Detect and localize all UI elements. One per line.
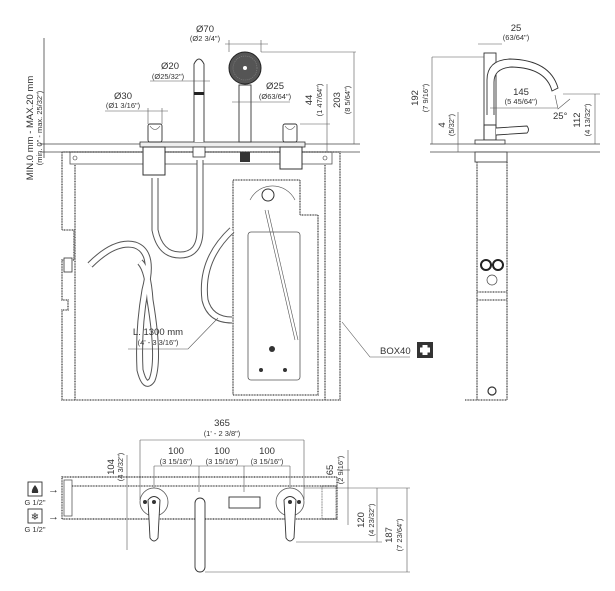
plus-icon	[417, 342, 433, 358]
dim-w25-imperial: (63/64")	[503, 33, 530, 42]
side-spout-arc	[486, 58, 559, 115]
cold-water-snowflake-icon: ❄	[27, 508, 43, 524]
left-handle	[147, 123, 163, 143]
dim-h120-imperial: (4 23/32")	[367, 503, 376, 536]
dim-d70: Ø70	[196, 24, 214, 35]
dim-r145-imperial: (5 45/64")	[505, 97, 538, 106]
right-handle	[282, 123, 298, 143]
angle-marker	[554, 94, 571, 110]
spout-top	[194, 497, 206, 573]
dim-w365: 365	[214, 418, 230, 429]
svg-text:❄: ❄	[31, 512, 39, 523]
right-lever-top	[283, 496, 297, 542]
side-view: 25 (63/64") 192 (7 9/16") 4 (5/32") 145 …	[410, 23, 600, 401]
dim-spacing-3: 100	[259, 446, 275, 457]
dim-h65-imperial: (2 9/16")	[336, 455, 345, 484]
side-handle-base	[483, 124, 497, 141]
hot-water-flame-icon	[27, 481, 43, 497]
top-view: 365 (1' - 2 3/8") 100 (3 15/16") 100 (3 …	[24, 418, 410, 573]
front-view: MIN.0 mm - MAX.20 mm (min. 0" - max. 25/…	[25, 24, 433, 401]
side-box-outline	[465, 162, 508, 401]
dim-r145: 145	[513, 87, 529, 98]
dim-h4-imperial: (5/32")	[447, 113, 456, 136]
min-max-note-imperial: (min. 0" - max. 25/32")	[35, 90, 44, 165]
dim-h203: 203	[332, 92, 343, 108]
dim-d25: Ø25	[266, 81, 284, 92]
dim-h104-imperial: (4 3/32")	[116, 452, 125, 481]
shower-hose	[87, 240, 160, 387]
hose-guide-chamber	[247, 231, 301, 381]
cold-inlet-arrow: →	[48, 511, 59, 523]
dim-spacing-3-imperial: (3 15/16")	[251, 457, 284, 466]
diverter-arc	[249, 185, 296, 201]
right-valve-body	[279, 146, 303, 170]
dim-h203-imperial: (8 5/64")	[343, 85, 352, 114]
hose-wall-connector	[63, 257, 73, 273]
dim-h112-imperial: (4 13/32")	[583, 103, 592, 136]
diverter-housing	[232, 179, 319, 396]
dim-h44: 44	[304, 95, 315, 106]
diverter-connector	[240, 152, 250, 162]
dim-d20-imperial: (Ø25/32")	[152, 72, 185, 81]
side-lever	[495, 125, 529, 136]
box-outer-outline	[61, 151, 341, 401]
box40-leader-line	[341, 321, 410, 358]
spout	[193, 58, 205, 142]
dim-h65: 65	[325, 465, 336, 476]
dim-d70-imperial: (Ø2 3/4")	[190, 34, 221, 43]
hand-shower	[228, 51, 262, 143]
box-inner-walls	[74, 165, 326, 400]
diverter-top	[228, 496, 261, 509]
dim-h187: 187	[384, 527, 395, 543]
dim-h187-imperial: (7 23/64")	[395, 518, 404, 551]
dim-spacing-1: 100	[168, 446, 184, 457]
dim-h192: 192	[410, 90, 421, 106]
hose-length-label: L. 1300 mm	[133, 327, 183, 338]
dim-angle: 25°	[553, 111, 568, 122]
deck-plate	[139, 141, 306, 148]
hose-length-imperial: (4' - 3 3/16")	[138, 338, 179, 347]
dim-w365-imperial: (1' - 2 3/8")	[204, 429, 241, 438]
side-drain-nut	[487, 386, 497, 396]
spout-connector	[192, 146, 206, 158]
dim-w25: 25	[511, 23, 522, 34]
dim-h4: 4	[437, 122, 448, 127]
cold-inlet-label: G 1/2"	[24, 525, 45, 534]
dim-spacing-2: 100	[214, 446, 230, 457]
dim-d20: Ø20	[161, 61, 179, 72]
dim-h104: 104	[106, 459, 117, 475]
box40-label: BOX40	[380, 346, 411, 357]
dim-d30-imperial: (Ø1 3/16")	[106, 101, 141, 110]
dim-d30: Ø30	[114, 91, 132, 102]
dim-h112: 112	[572, 112, 583, 127]
hot-inlet-arrow: →	[48, 484, 59, 496]
dim-h192-imperial: (7 9/16")	[421, 83, 430, 112]
dim-h44-imperial: (1 47/64")	[315, 83, 324, 116]
dim-h120: 120	[356, 512, 367, 528]
left-valve-body	[142, 146, 166, 176]
dim-spacing-2-imperial: (3 15/16")	[206, 457, 239, 466]
left-lever-top	[147, 496, 161, 542]
dim-d25-imperial: (Ø63/64")	[259, 92, 292, 101]
hot-inlet-label: G 1/2"	[24, 498, 45, 507]
dim-spacing-1-imperial: (3 15/16")	[160, 457, 193, 466]
hose-leader-line	[128, 317, 219, 350]
min-max-note: MIN.0 mm - MAX.20 mm	[25, 76, 36, 181]
